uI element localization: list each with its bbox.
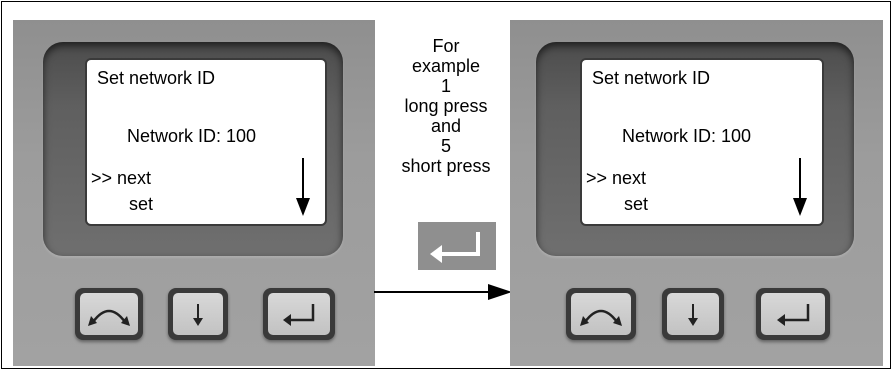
curved-double-arrow-icon [580, 309, 622, 326]
down-button[interactable] [168, 288, 228, 340]
enter-button[interactable] [263, 288, 335, 340]
instruction-line: 5 [440, 136, 451, 156]
menu-item-next: >> next [91, 168, 152, 188]
enter-key-illustration [418, 222, 496, 270]
menu-item-next: >> next [586, 168, 647, 188]
display-bezel: Set network ID Network ID: 100 >> next s… [536, 42, 854, 256]
instruction-line: long press [404, 96, 488, 116]
screen-title: Set network ID [592, 68, 711, 88]
curved-double-arrow-icon [88, 309, 130, 326]
down-arrow-icon [193, 304, 203, 326]
down-button[interactable] [662, 288, 724, 340]
scroll-button[interactable] [566, 288, 636, 340]
device-panel-after: Set network ID Network ID: 100 >> next s… [510, 20, 883, 366]
network-id-readout: Network ID: 100 [127, 126, 257, 146]
display-bezel: Set network ID Network ID: 100 >> next s… [43, 42, 343, 256]
enter-icon [777, 304, 810, 326]
scroll-down-arrow-icon [296, 158, 310, 216]
enter-icon [283, 304, 315, 326]
instruction-line: and [430, 116, 462, 136]
instruction-line: 1 [440, 76, 451, 96]
enter-icon [430, 232, 480, 263]
instruction-line: example [411, 56, 481, 76]
instruction-line: short press [401, 156, 491, 176]
instruction-text: For example 1 long press and 5 short pre… [386, 36, 506, 176]
instruction-line: For [432, 36, 460, 56]
transition-arrow-icon [374, 284, 512, 300]
menu-item-set: set [129, 194, 154, 214]
display-screen: Set network ID Network ID: 100 >> next s… [582, 60, 822, 224]
screen-title: Set network ID [97, 68, 216, 88]
scroll-down-arrow-icon [793, 158, 807, 216]
network-id-readout: Network ID: 100 [622, 126, 752, 146]
device-panel-before: Set network ID Network ID: 100 >> next s… [13, 20, 375, 366]
scroll-button[interactable] [75, 288, 143, 340]
down-arrow-icon [688, 304, 698, 326]
enter-button[interactable] [756, 288, 830, 340]
display-screen: Set network ID Network ID: 100 >> next s… [87, 60, 325, 224]
menu-item-set: set [624, 194, 649, 214]
